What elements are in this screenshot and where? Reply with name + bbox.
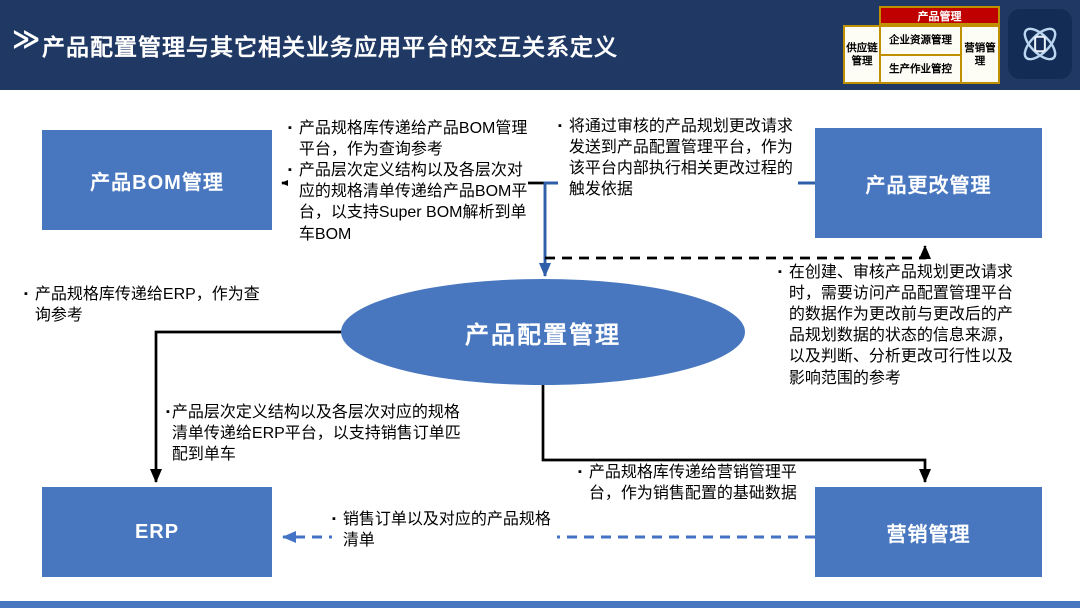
page-title: 产品配置管理与其它相关业务应用平台的交互关系定义 bbox=[42, 34, 618, 60]
bullet-icon: ▪ bbox=[778, 266, 782, 278]
node-erp: ERP bbox=[42, 487, 272, 577]
note-sales-order: ▪ 销售订单以及对应的产品规格清单 bbox=[332, 509, 557, 552]
node-marketing: 营销管理 bbox=[815, 487, 1042, 577]
module-cell-supply-chain: 供应链管理 bbox=[843, 25, 881, 84]
bullet-icon: ▪ bbox=[558, 120, 562, 132]
note-item: ▪ 在创建、审核产品规划更改请求时，需要访问产品配置管理平台的数据作为更改前与更… bbox=[778, 262, 1026, 389]
note-bom: ▪ 产品规格库传递给产品BOM管理平台，作为查询参考 ▪ 产品层次定义结构以及各… bbox=[288, 118, 528, 245]
header-bar: ≫ 产品配置管理与其它相关业务应用平台的交互关系定义 产品管理 供应链管理 企业… bbox=[0, 0, 1080, 90]
note-marketing-spec: ▪ 产品规格库传递给营销管理平台，作为销售配置的基础数据 bbox=[578, 462, 816, 505]
module-cell-production-control: 生产作业管控 bbox=[879, 54, 962, 84]
module-cell-enterprise-resource: 企业资源管理 bbox=[879, 25, 962, 56]
bullet-icon: ▪ bbox=[24, 288, 28, 300]
note-text: 将通过审核的产品规划更改请求发送到产品配置管理平台，作为该平台内部执行相关更改过… bbox=[568, 118, 793, 199]
module-map-header: 产品管理 bbox=[879, 6, 1000, 25]
node-product-config-center: 产品配置管理 bbox=[341, 279, 745, 385]
bullet-icon: ▪ bbox=[578, 466, 582, 478]
note-text: 产品层次定义结构以及各层次对应的规格清单传递给ERP平台，以支持销售订单匹配到单… bbox=[171, 404, 461, 464]
chevron-icon: ≫ bbox=[12, 24, 41, 54]
node-product-bom: 产品BOM管理 bbox=[42, 130, 272, 230]
note-item: ▪ 产品规格库传递给ERP，作为查询参考 bbox=[24, 284, 269, 326]
note-item: ▪ 销售订单以及对应的产品规格清单 bbox=[332, 509, 557, 551]
bullet-icon: ▪ bbox=[166, 406, 170, 418]
note-change-to-config: ▪ 将通过审核的产品规划更改请求发送到产品配置管理平台，作为该平台内部执行相关更… bbox=[558, 116, 798, 201]
note-item: ▪ 产品规格库传递给营销管理平台，作为销售配置的基础数据 bbox=[578, 462, 816, 504]
bullet-icon: ▪ bbox=[288, 164, 292, 177]
note-item: ▪ 将通过审核的产品规划更改请求发送到产品配置管理平台，作为该平台内部执行相关更… bbox=[558, 116, 798, 200]
arrow-config-to-change-dashed bbox=[545, 245, 931, 260]
atom-icon bbox=[1023, 27, 1057, 61]
note-text: 产品层次定义结构以及各层次对应的规格清单传递给产品BOM平台，以支持Super … bbox=[298, 162, 528, 243]
note-text: 产品规格库传递给产品BOM管理平台，作为查询参考 bbox=[298, 120, 528, 159]
note-text: 产品规格库传递给营销管理平台，作为销售配置的基础数据 bbox=[588, 464, 797, 503]
note-erp-spec: ▪ 产品规格库传递给ERP，作为查询参考 bbox=[24, 284, 269, 327]
note-text: 销售订单以及对应的产品规格清单 bbox=[342, 511, 551, 550]
note-text: 在创建、审核产品规划更改请求时，需要访问产品配置管理平台的数据作为更改前与更改后… bbox=[788, 264, 1013, 387]
node-product-change: 产品更改管理 bbox=[815, 128, 1042, 238]
note-text: 产品规格库传递给ERP，作为查询参考 bbox=[34, 286, 260, 325]
bottom-accent-strip bbox=[0, 601, 1080, 608]
company-logo bbox=[1008, 9, 1072, 79]
module-cell-marketing: 营销管理 bbox=[960, 25, 1000, 84]
note-item: ▪ 产品层次定义结构以及各层次对应的规格清单传递给ERP平台，以支持销售订单匹配… bbox=[166, 402, 468, 465]
note-erp-structure: ▪ 产品层次定义结构以及各层次对应的规格清单传递给ERP平台，以支持销售订单匹配… bbox=[166, 402, 468, 466]
module-map: 产品管理 供应链管理 企业资源管理 生产作业管控 营销管理 bbox=[843, 6, 1000, 84]
note-item: ▪ 产品规格库传递给产品BOM管理平台，作为查询参考 bbox=[288, 118, 528, 160]
note-item: ▪ 产品层次定义结构以及各层次对应的规格清单传递给产品BOM平台，以支持Supe… bbox=[288, 160, 528, 244]
bullet-icon: ▪ bbox=[288, 122, 292, 134]
note-config-to-change: ▪ 在创建、审核产品规划更改请求时，需要访问产品配置管理平台的数据作为更改前与更… bbox=[778, 262, 1026, 389]
bullet-icon: ▪ bbox=[332, 513, 336, 525]
